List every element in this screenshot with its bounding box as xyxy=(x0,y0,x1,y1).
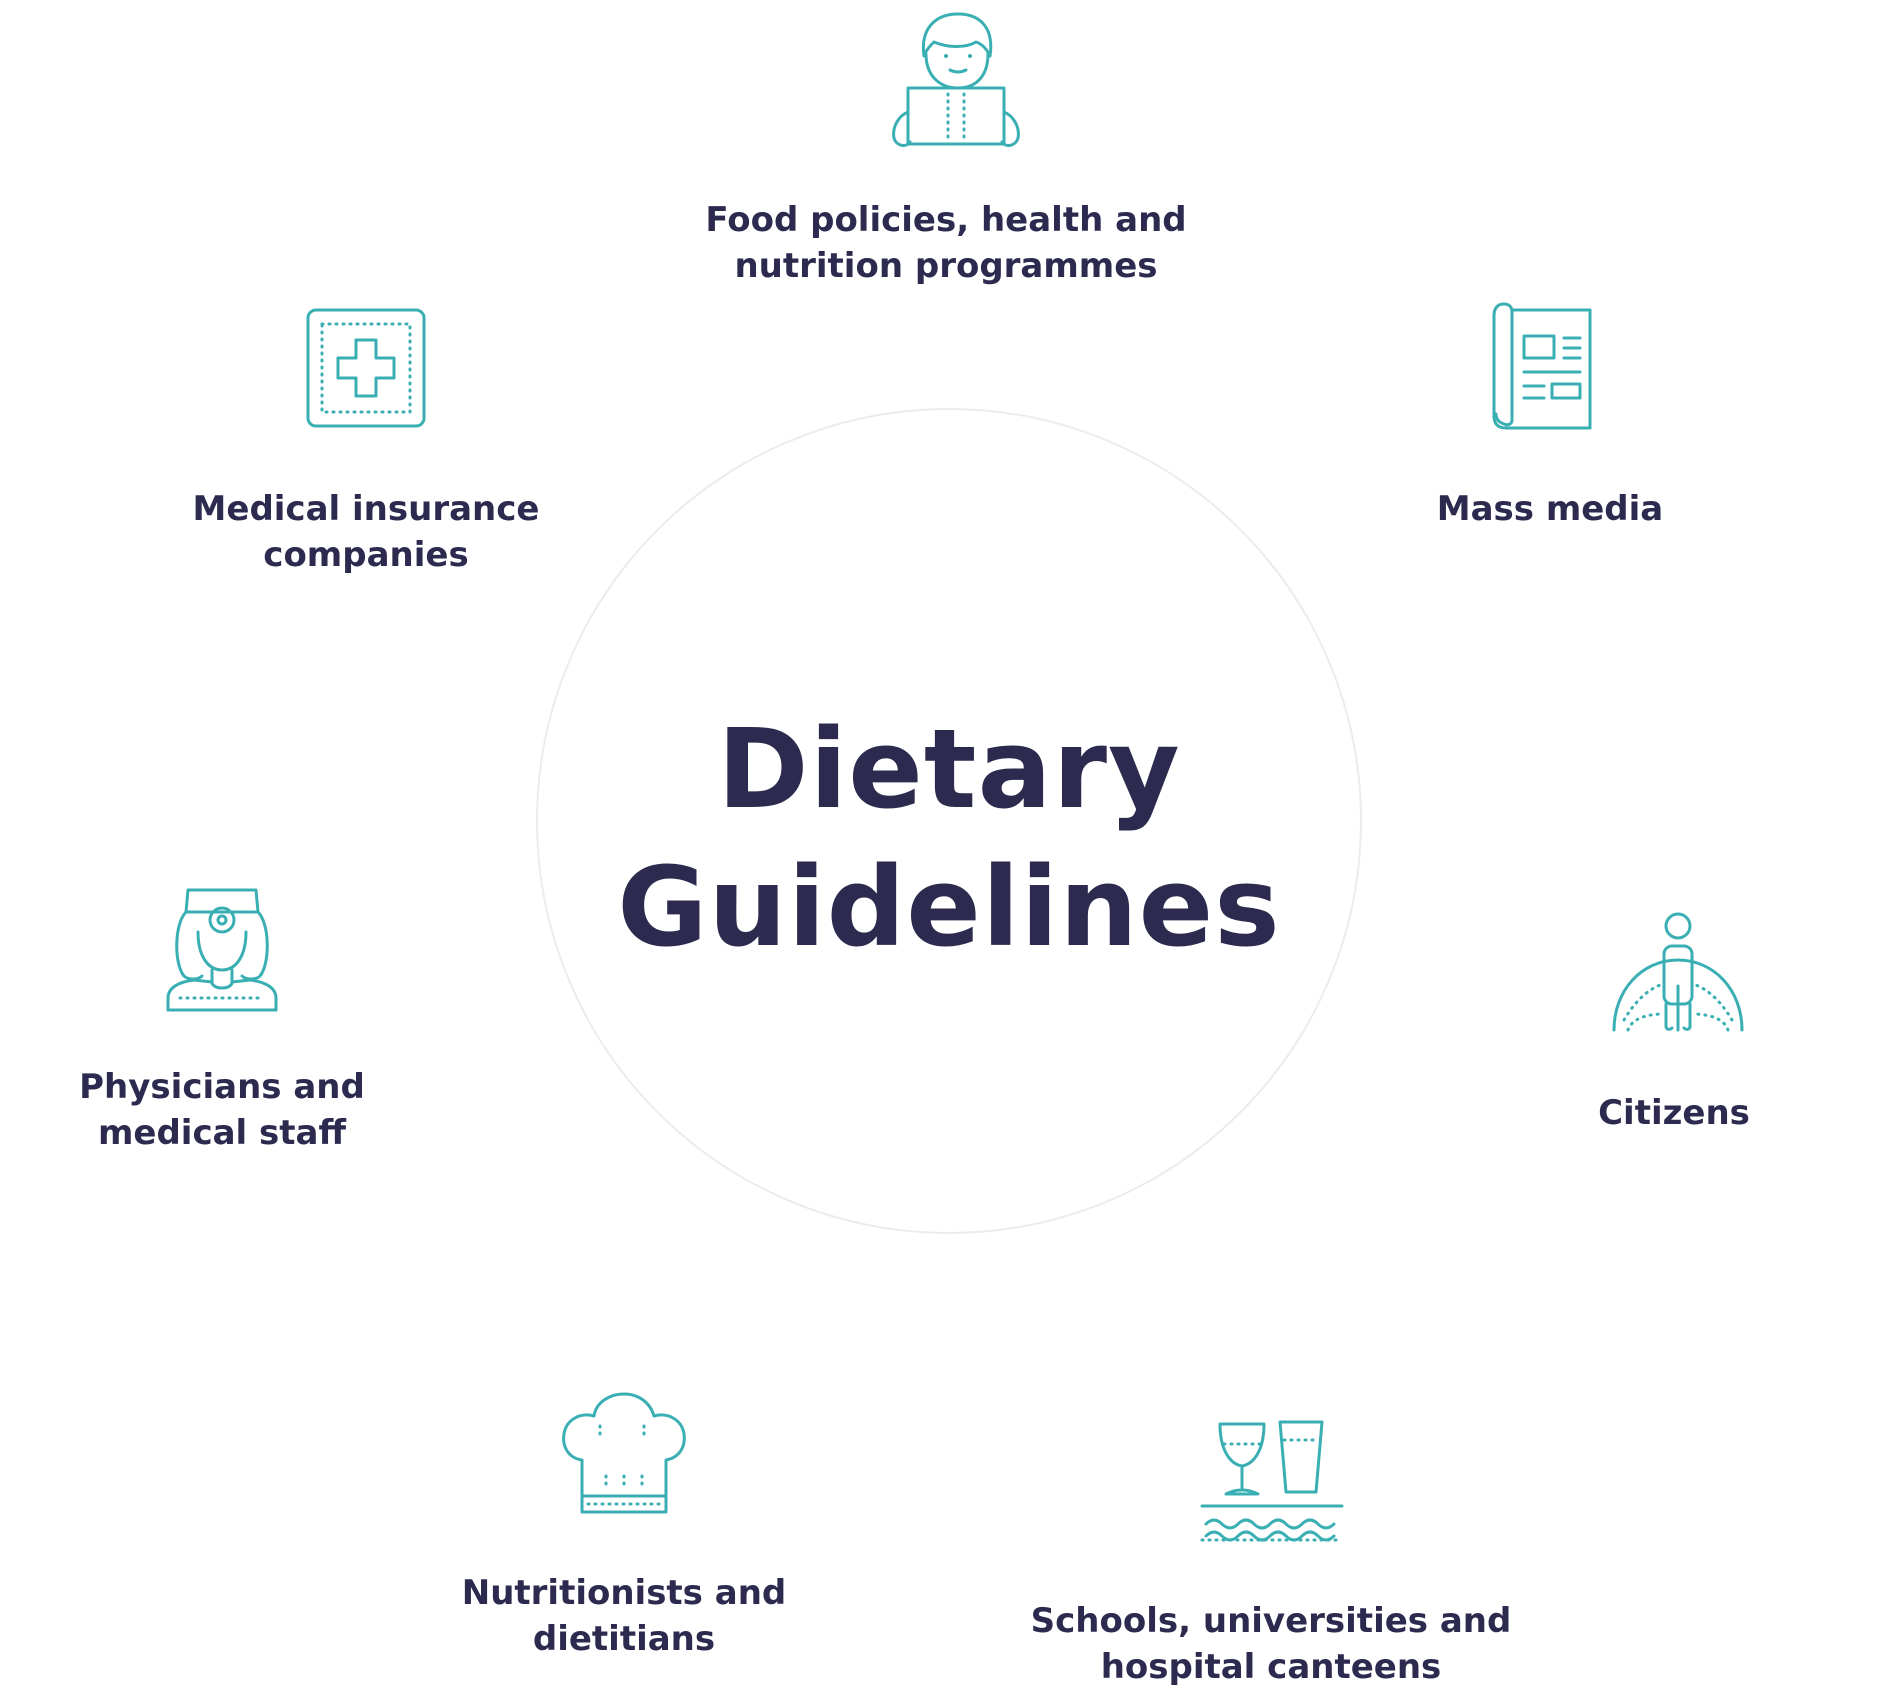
medical-cross-card-icon xyxy=(306,308,426,428)
node-label-mass-media: Mass media xyxy=(1436,489,1664,529)
glasses-on-table-icon xyxy=(1200,1420,1344,1542)
node-label-food-policies: Food policies, health and nutrition prog… xyxy=(705,200,1187,286)
central-title-line-1: Dietary xyxy=(717,705,1181,833)
person-on-globe-icon xyxy=(1612,912,1744,1032)
person-reading-icon xyxy=(892,12,1020,147)
central-title: Dietary Guidelines xyxy=(536,700,1362,976)
central-circle xyxy=(536,408,1362,1234)
newspaper-icon xyxy=(1492,302,1592,430)
node-label-insurance: Medical insurance companies xyxy=(192,489,540,575)
node-label-canteens: Schools, universities and hospital cante… xyxy=(1030,1601,1512,1687)
node-label-citizens: Citizens xyxy=(1598,1093,1750,1133)
doctor-icon xyxy=(166,888,278,1012)
central-title-line-2: Guidelines xyxy=(617,843,1281,971)
node-label-physicians: Physicians and medical staff xyxy=(79,1067,365,1153)
chef-hat-icon xyxy=(562,1392,686,1514)
node-label-nutritionists: Nutritionists and dietitians xyxy=(461,1573,787,1659)
